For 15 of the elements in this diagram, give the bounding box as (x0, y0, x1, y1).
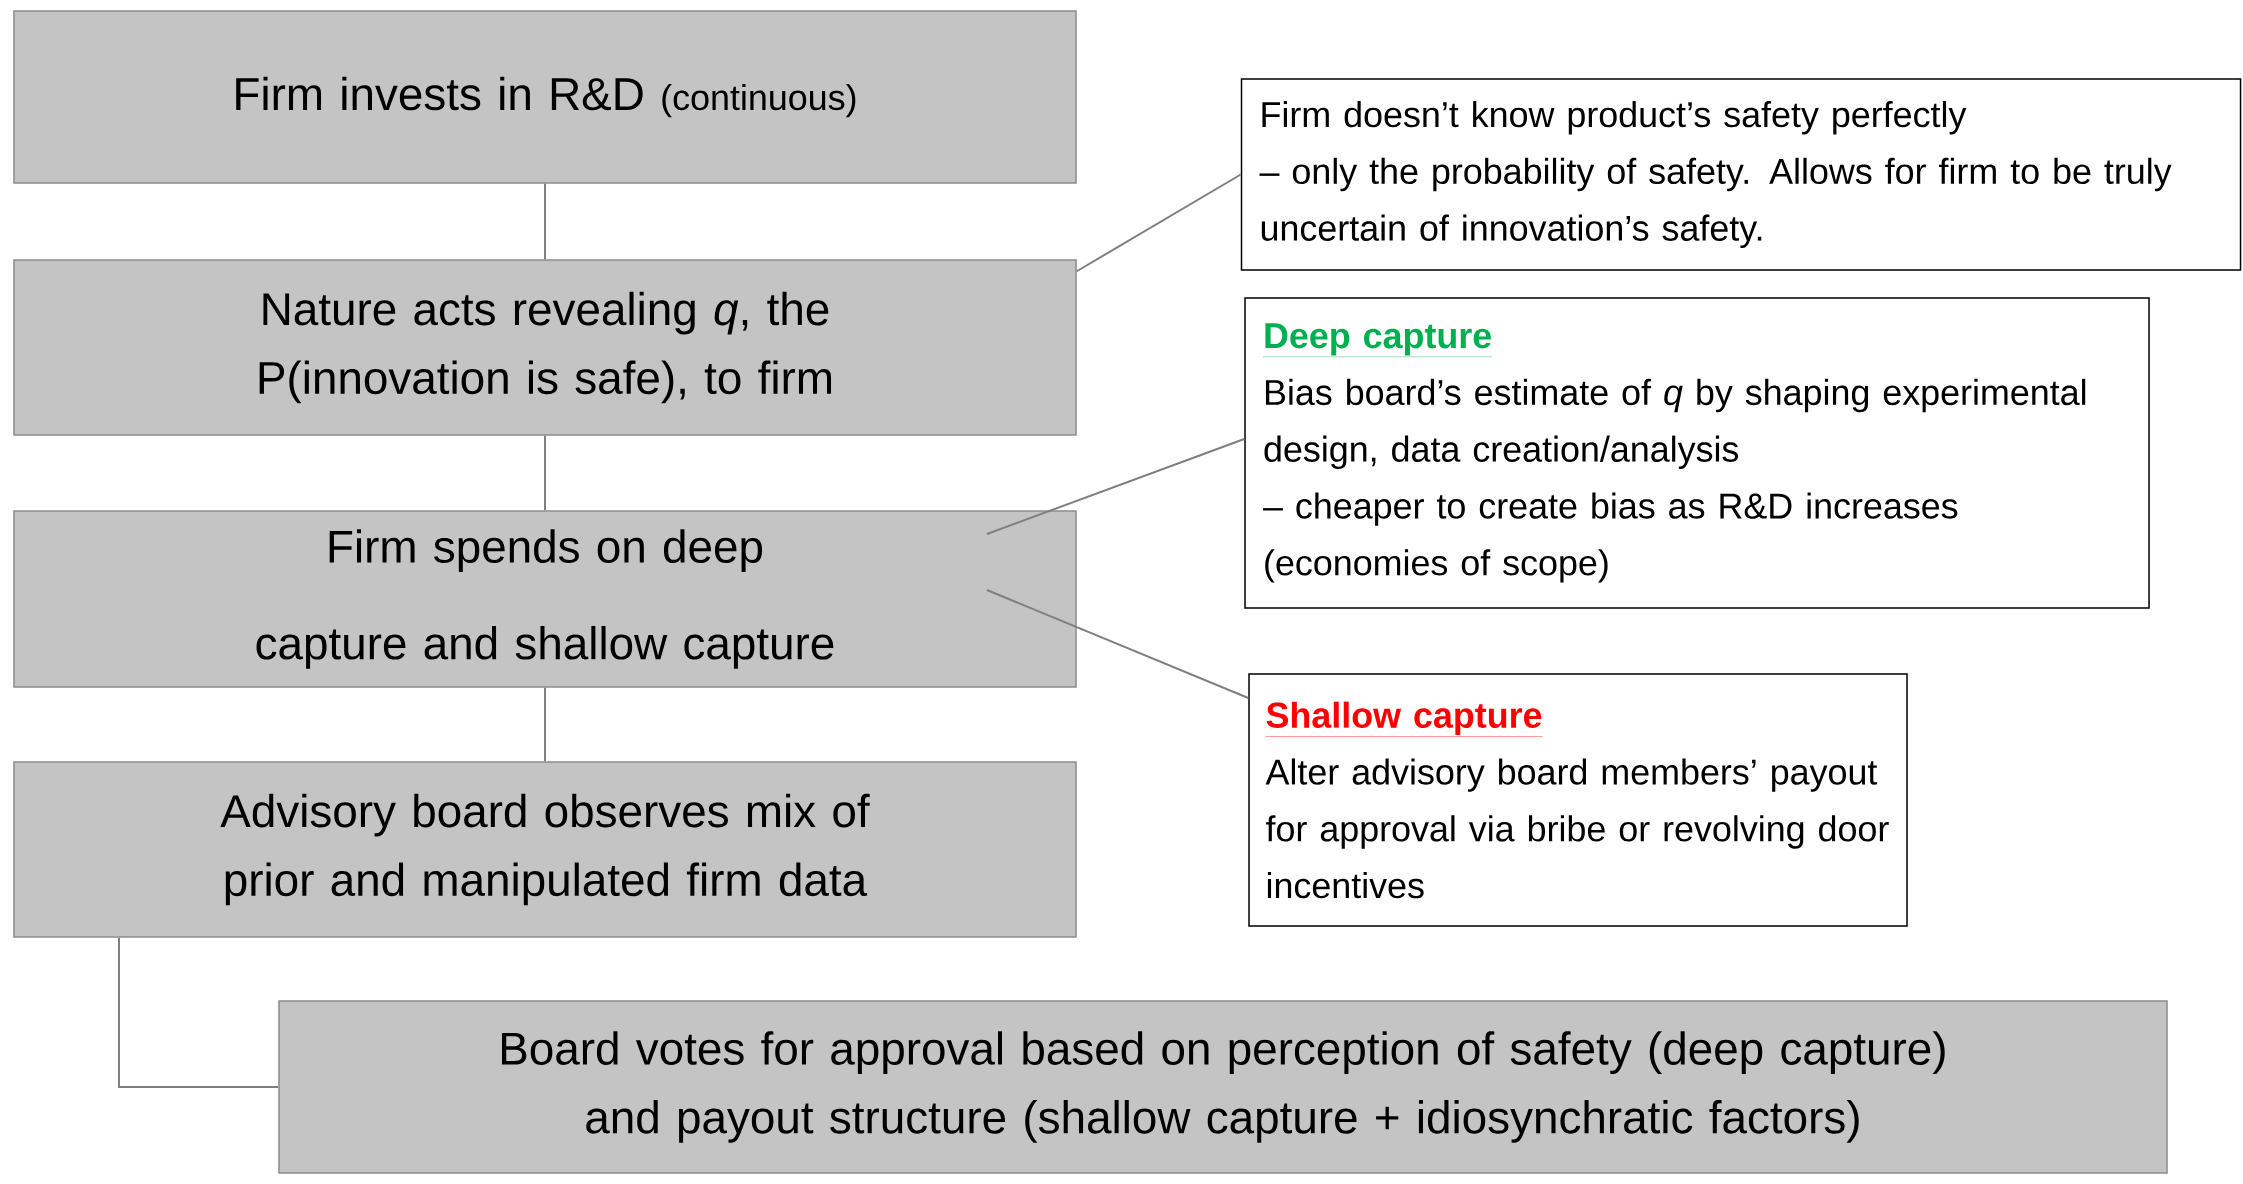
note-box: Shallow capture Alter advisory board members’ payout for approval via bribe or revolving door incentives (1248, 673, 1908, 927)
connector-line (544, 686, 546, 763)
connector-line (544, 434, 546, 512)
note-box: Deep capture Bias board’s estimate of q by shaping experimental design, data creation/analysis – cheaper to create bias as R&D increases (economies of scope) (1244, 297, 2150, 609)
connector-line (118, 936, 280, 1088)
leader-line (986, 589, 1250, 699)
note-box: Firm doesn’t know product’s safety perfectly – only the probability of safety. Allows for firm to be truly uncertain of innovation’s safety. (1240, 78, 2242, 271)
leader-line (986, 438, 1246, 535)
step-box: Advisory board observes mix of prior and manipulated firm data (13, 761, 1077, 938)
leader-line (1075, 173, 1242, 273)
step-box: Board votes for approval based on perception of safety (deep capture) and payout structure (shallow capture + idiosynchratic factors) (278, 1000, 2168, 1174)
step-box: Nature acts revealing q, the P(innovation is safe), to firm (13, 259, 1077, 436)
step-box: Firm invests in R&D (continuous) (13, 10, 1077, 184)
connector-line (544, 182, 546, 261)
step-box: Firm spends on deep capture and shallow capture (13, 510, 1077, 688)
